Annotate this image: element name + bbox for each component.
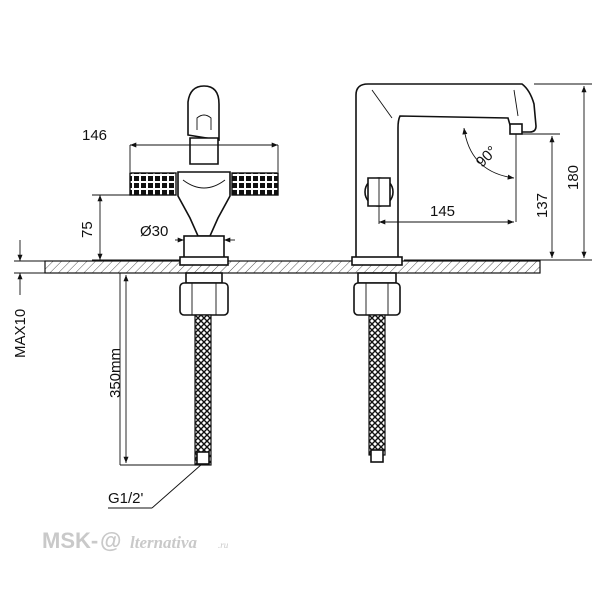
left-handle — [129, 172, 177, 196]
dimension-145-label: 145 — [430, 203, 455, 220]
dimension-146: 146 — [82, 127, 279, 172]
dimension-angle-90: 90° — [462, 127, 515, 180]
dimension-137: 137 — [404, 133, 560, 261]
dimension-75-label: 75 — [79, 221, 96, 238]
countertop — [44, 260, 541, 274]
watermark-at: @ — [100, 528, 121, 553]
dimension-max10: MAX10 — [12, 240, 45, 358]
thread-label: G1/2' — [108, 490, 144, 507]
dimension-180: 180 — [534, 83, 592, 261]
dimension-max10-label: MAX10 — [12, 309, 29, 358]
watermark-rest: lternativa — [130, 533, 198, 552]
dimension-diameter-label: Ø30 — [140, 223, 168, 240]
dimension-350mm-label: 350mm — [107, 348, 124, 398]
dimension-350mm: 350mm — [107, 273, 198, 466]
right-braided-hose — [368, 314, 386, 456]
left-braided-hose — [194, 314, 212, 466]
watermark-prefix: MSK- — [42, 528, 98, 553]
dimension-75: 75 — [79, 194, 180, 261]
dimension-145: 145 — [378, 134, 517, 225]
right-handle — [231, 172, 279, 196]
watermark-tld: .ru — [218, 540, 229, 550]
dimension-diameter-30: Ø30 — [140, 223, 235, 243]
watermark-logo: MSK- @ lternativa .ru — [42, 528, 229, 553]
angle-label: 90° — [473, 143, 501, 171]
dimension-146-label: 146 — [82, 127, 107, 144]
right-faucet-side-view — [351, 83, 537, 463]
dimension-137-label: 137 — [534, 193, 551, 218]
dimension-180-label: 180 — [565, 165, 582, 190]
left-faucet-front-view — [129, 85, 279, 466]
thread-callout: G1/2' — [108, 463, 203, 509]
